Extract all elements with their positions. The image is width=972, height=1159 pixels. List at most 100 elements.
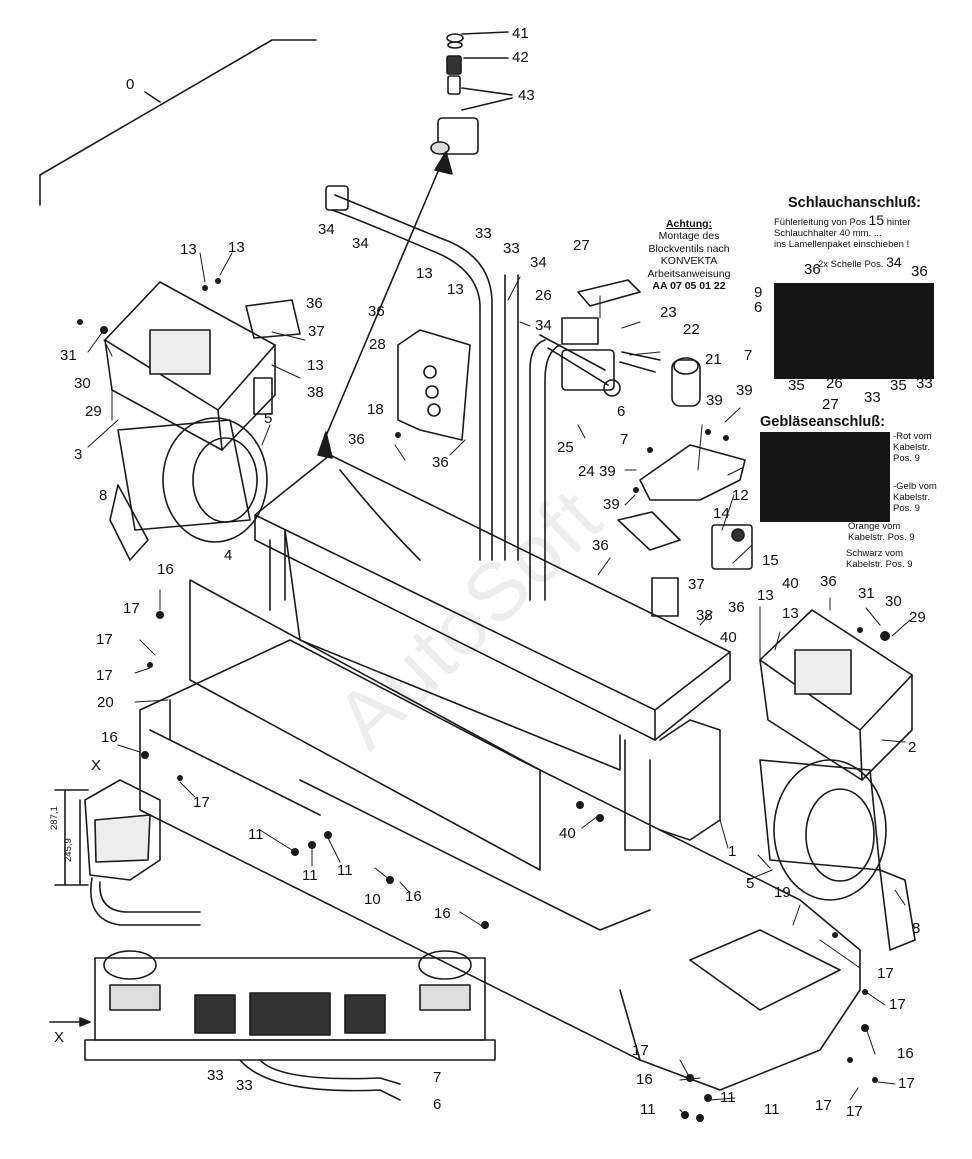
- hose-box-pos15: 15: [868, 212, 885, 228]
- part-label-13: 13: [416, 265, 433, 282]
- part-label-16: 16: [405, 888, 422, 905]
- part-label-33: 33: [475, 225, 492, 242]
- notice-line: Arbeitsanweisung: [647, 267, 731, 280]
- detail-x-inset: [54, 779, 201, 926]
- part-label-29: 29: [85, 403, 102, 420]
- part-label-39: 39: [603, 496, 620, 513]
- hose-box-clamp-pos: 34: [886, 254, 902, 270]
- part-label-34: 34: [318, 221, 335, 238]
- part-label-9: 9: [754, 284, 763, 301]
- part-label-41: 41: [512, 25, 529, 42]
- assembly-notice: Achtung: Montage des Blockventils nach K…: [626, 218, 752, 292]
- part-label-36: 36: [432, 454, 449, 471]
- part-label-11: 11: [720, 1089, 736, 1106]
- part-label-39: 39: [599, 463, 616, 480]
- blower-black: Schwarz vom Kabelstr. Pos. 9: [846, 548, 913, 571]
- part-label-29: 29: [909, 609, 926, 626]
- part-label-33: 33: [503, 240, 520, 257]
- part-label-7: 7: [433, 1069, 442, 1086]
- notice-title: Achtung:: [665, 218, 713, 230]
- part-label-1: 1: [728, 843, 737, 860]
- part-label-43: 43: [518, 87, 535, 104]
- part-label-13: 13: [782, 605, 799, 622]
- part-label-42: 42: [512, 49, 529, 66]
- part-label-5: 5: [264, 410, 273, 427]
- blower-box-title: Gebläseanschluß:: [760, 414, 885, 430]
- bottom-front-view: [49, 950, 496, 1101]
- part-label-37: 37: [688, 576, 705, 593]
- blower-connection-photo: [760, 432, 890, 522]
- dimension-245: 245,9: [63, 838, 74, 862]
- part-label-17: 17: [123, 600, 140, 617]
- part-label-31: 31: [858, 585, 875, 602]
- part-label-36: 36: [820, 573, 837, 590]
- part-label-33: 33: [207, 1067, 224, 1084]
- hose-box-text: Fühlerleitung von Pos 15 hinter Schlauch…: [774, 212, 911, 251]
- part-label-28: 28: [369, 336, 386, 353]
- blower-orange-label: Orange vom: [848, 521, 901, 532]
- leader-lines: [87, 252, 911, 1116]
- hose-box-clamp-label: 2x Schelle Pos.: [818, 259, 884, 270]
- part-label-12: 12: [732, 487, 749, 504]
- part-label-17: 17: [889, 996, 906, 1013]
- notice-line: KONVEKTA: [660, 255, 718, 268]
- part-label-33: 33: [916, 375, 933, 392]
- part-label-36: 36: [804, 261, 821, 278]
- hose-box-line2: Schlauchhalter 40 mm. ...: [774, 227, 882, 239]
- part-label-25: 25: [557, 439, 574, 456]
- part-label-17: 17: [877, 965, 894, 982]
- blower-yellow: -Gelb vom Kabelstr. Pos. 9: [893, 481, 937, 515]
- part-label-4: 4: [224, 547, 233, 564]
- hose-box-line1: Fühlerleitung von Pos: [774, 217, 866, 228]
- part-label-17: 17: [632, 1042, 649, 1059]
- part-label-17: 17: [96, 667, 113, 684]
- part-label-6: 6: [617, 403, 626, 420]
- dimension-287: 287,1: [49, 806, 60, 830]
- part-label-27: 27: [573, 237, 590, 254]
- part-label-34: 34: [352, 235, 369, 252]
- part-label-7: 7: [744, 347, 753, 364]
- part-label-33: 33: [236, 1077, 253, 1094]
- part-label-11: 11: [640, 1101, 656, 1118]
- blower-black-pos: Kabelstr. Pos. 9: [846, 558, 913, 570]
- part-label-5: 5: [746, 875, 755, 892]
- part-label-37: 37: [308, 323, 325, 340]
- part-label-26: 26: [826, 375, 843, 392]
- part-label-31: 31: [60, 347, 77, 364]
- part-label-36: 36: [592, 537, 609, 554]
- part-label-17: 17: [96, 631, 113, 648]
- part-label-24: 24: [578, 463, 595, 480]
- part-label-36: 36: [728, 599, 745, 616]
- part-label-0: 0: [126, 76, 135, 93]
- part-label-19: 19: [774, 884, 791, 901]
- part-label-8: 8: [99, 487, 108, 504]
- part-label-40: 40: [720, 629, 737, 646]
- part-label-35: 35: [788, 377, 805, 394]
- blower-red-label: -Rot vom: [893, 431, 932, 442]
- hose-box-clamp: 2x Schelle Pos. 34: [818, 254, 902, 271]
- part-label-36: 36: [368, 303, 385, 320]
- expansion-valve: [561, 349, 701, 407]
- part-label-38: 38: [307, 384, 324, 401]
- part-label-11: 11: [302, 867, 318, 884]
- part-label-33: 33: [864, 389, 881, 406]
- blower-red-pos: Pos. 9: [893, 452, 920, 464]
- part-label-10: 10: [364, 891, 381, 908]
- part-label-16: 16: [157, 561, 174, 578]
- part-label-18: 18: [367, 401, 384, 418]
- hose-box-line1-end: hinter: [886, 217, 911, 228]
- right-blower-housing: [759, 609, 916, 951]
- part-label-22: 22: [683, 321, 700, 338]
- part-label-11: 11: [764, 1101, 780, 1118]
- part-label-34: 34: [530, 254, 547, 271]
- part-label-14: 14: [713, 505, 730, 522]
- part-label-21: 21: [705, 351, 722, 368]
- hose-lines: [325, 185, 609, 601]
- part-label-13: 13: [307, 357, 324, 374]
- part-label-17: 17: [846, 1103, 863, 1120]
- part-label-36: 36: [348, 431, 365, 448]
- bracket-28: [397, 329, 471, 441]
- part-label-3: 3: [74, 446, 83, 463]
- part-label-16: 16: [101, 729, 118, 746]
